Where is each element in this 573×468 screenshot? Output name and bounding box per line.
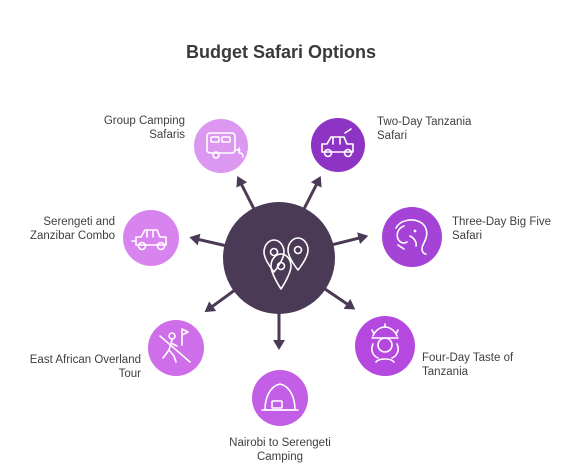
- arrow-to-three-day-shaft: [327, 235, 363, 248]
- arrow-to-serengeti-zanzibar-shaft: [194, 237, 231, 249]
- option-label-line-2: Zanzibar Combo: [30, 230, 115, 242]
- option-label-line-1: Four-Day Taste of: [422, 352, 514, 364]
- arrow-to-east-african-head: [204, 301, 217, 313]
- location-pin-right-dot: [293, 245, 303, 255]
- option-circle: [311, 118, 365, 172]
- tanzanian-woman-icon: [371, 323, 399, 363]
- option-label-line-2: Tanzania: [422, 366, 469, 378]
- location-pin-right: [287, 237, 309, 271]
- arrow-to-serengeti-zanzibar-head: [189, 233, 201, 246]
- option-label-line-2: Tour: [119, 368, 142, 380]
- option-serengeti-and-zanzibar-combo: Serengeti and Zanzibar Combo: [30, 210, 179, 266]
- option-label-line-1: Nairobi to Serengeti: [229, 437, 331, 449]
- option-label-line-2: Camping: [257, 451, 303, 463]
- location-pins-icon: [263, 237, 309, 290]
- location-pin-center-dot: [276, 261, 286, 271]
- option-label-line-1: Group Camping: [104, 115, 185, 127]
- option-group-camping-safaris: Group Camping Safaris: [104, 115, 248, 173]
- camper-trailer-icon: [206, 132, 244, 159]
- location-pin-center: [270, 253, 292, 290]
- location-pin-left-dot: [269, 247, 279, 257]
- option-label-line-2: Safari: [377, 130, 407, 142]
- option-circle: [252, 370, 308, 426]
- option-label-line-1: East African Overland: [30, 354, 141, 366]
- no-hiking-icon: [159, 328, 191, 363]
- arrow-to-four-day-head: [343, 298, 356, 310]
- option-circle: [123, 210, 179, 266]
- safari-jeep-icon: [321, 128, 354, 158]
- option-circle: [148, 320, 204, 376]
- option-circle: [355, 316, 415, 376]
- option-four-day-taste-of-tanzania: Four-Day Taste of Tanzania: [355, 316, 514, 378]
- option-label-line-2: Safari: [452, 230, 482, 242]
- option-label-line-2: Safaris: [149, 129, 185, 141]
- tent-icon: [261, 383, 299, 411]
- option-label-line-1: Two-Day Tanzania: [377, 116, 472, 128]
- arrow-to-three-day-head: [357, 232, 369, 244]
- option-east-african-overland-tour: East African Overland Tour: [30, 320, 204, 380]
- option-label-line-1: Serengeti and: [43, 216, 115, 228]
- option-nairobi-to-serengeti-camping: Nairobi to Serengeti Camping: [229, 370, 331, 463]
- arrow-to-two-day-head: [310, 176, 322, 188]
- arrow-to-nairobi-head: [273, 340, 285, 350]
- hub-node: [223, 202, 335, 314]
- jeep-icon: [131, 229, 167, 251]
- hub-circle: [223, 202, 335, 314]
- option-three-day-big-five-safari: Three-Day Big Five Safari: [382, 207, 551, 267]
- arrow-to-group-camping-head: [236, 176, 248, 188]
- option-label-line-1: Three-Day Big Five: [452, 216, 551, 228]
- diagram-title: Budget Safari Options: [186, 42, 376, 62]
- option-circle: [194, 119, 248, 173]
- option-two-day-tanzania-safari: Two-Day Tanzania Safari: [311, 116, 472, 172]
- elephant-icon: [395, 219, 428, 255]
